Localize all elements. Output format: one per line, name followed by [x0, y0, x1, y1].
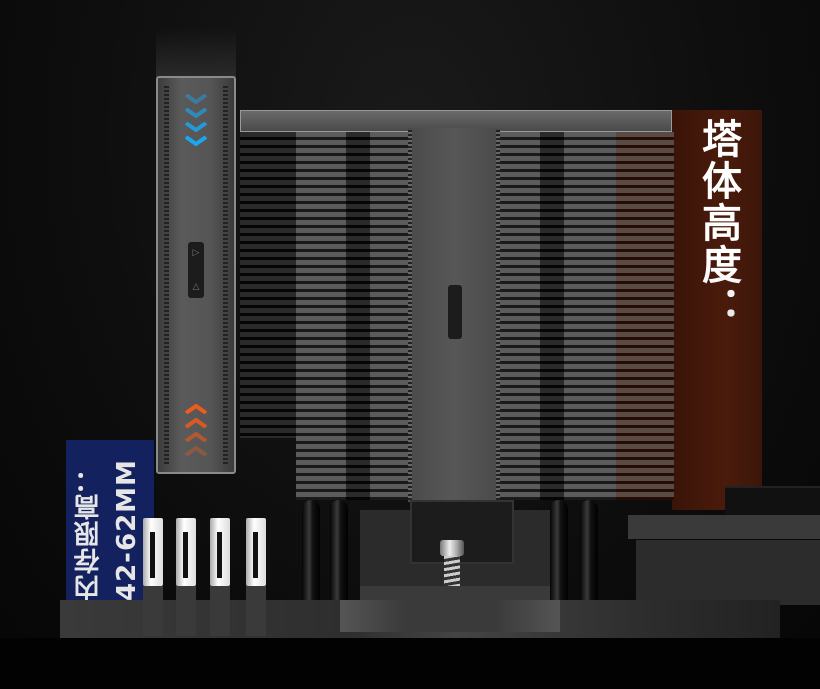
memory-clearance-panel [66, 440, 154, 600]
heatsink-fins-right-gap [540, 132, 564, 500]
cpu-socket [340, 600, 560, 632]
fan-logo-badge: ▷ △ [188, 242, 204, 298]
mount-bracket [360, 586, 550, 604]
heatpipe [330, 500, 348, 610]
memory-slot [210, 518, 230, 636]
triangle-logo-icon: △ [192, 282, 200, 292]
memory-slot [143, 518, 163, 636]
memory-slot [176, 518, 196, 636]
plate-edge-right [496, 130, 500, 500]
plate-edge-left [408, 130, 412, 500]
exhaust-arrow-icon [184, 432, 208, 442]
intake-arrow-icon [184, 136, 208, 146]
motherboard-component [628, 515, 820, 539]
floor-shadow [0, 638, 820, 689]
intake-arrow-icon [184, 94, 208, 104]
heatsink-fins-right [564, 132, 616, 500]
mount-spring [444, 556, 460, 586]
motherboard-component [636, 540, 820, 605]
fan-top-shadow [156, 28, 236, 78]
memory-clearance-value: 42-62MM [112, 459, 142, 601]
exhaust-arrow-icon [184, 418, 208, 428]
exhaust-arrow-icon [184, 404, 208, 414]
memory-clearance-label: 内存限高： 42-62MM [70, 436, 152, 601]
heatsink-fins-left [296, 132, 346, 500]
heatpipe [580, 500, 598, 610]
heatsink-fins-left-inner [370, 132, 408, 500]
heatpipe [550, 500, 568, 610]
heatsink-fins-right-outer [616, 132, 674, 500]
fan: ▷ △ [156, 76, 236, 474]
tower-height-label: 塔体高度：165MM [639, 118, 746, 488]
memory-slot [246, 518, 266, 636]
motherboard-component [725, 486, 820, 518]
memory-clearance-title: 内存限高： [74, 466, 104, 601]
intake-arrow-icon [184, 108, 208, 118]
mount-screw [440, 540, 464, 556]
triangle-logo-icon [448, 285, 462, 339]
heatsink-fins-left-outer [240, 132, 296, 438]
heatsink-fins-left-gap [346, 132, 370, 500]
intake-arrow-icon [184, 122, 208, 132]
tower-height-panel [672, 110, 762, 510]
heatpipe [302, 500, 320, 610]
fan-grille-right [223, 86, 228, 464]
triangle-logo-icon: ▷ [192, 248, 200, 258]
exhaust-arrow-icon [184, 446, 208, 456]
fan-grille-left [164, 86, 169, 464]
heatsink-fins-right-inner [500, 132, 540, 500]
